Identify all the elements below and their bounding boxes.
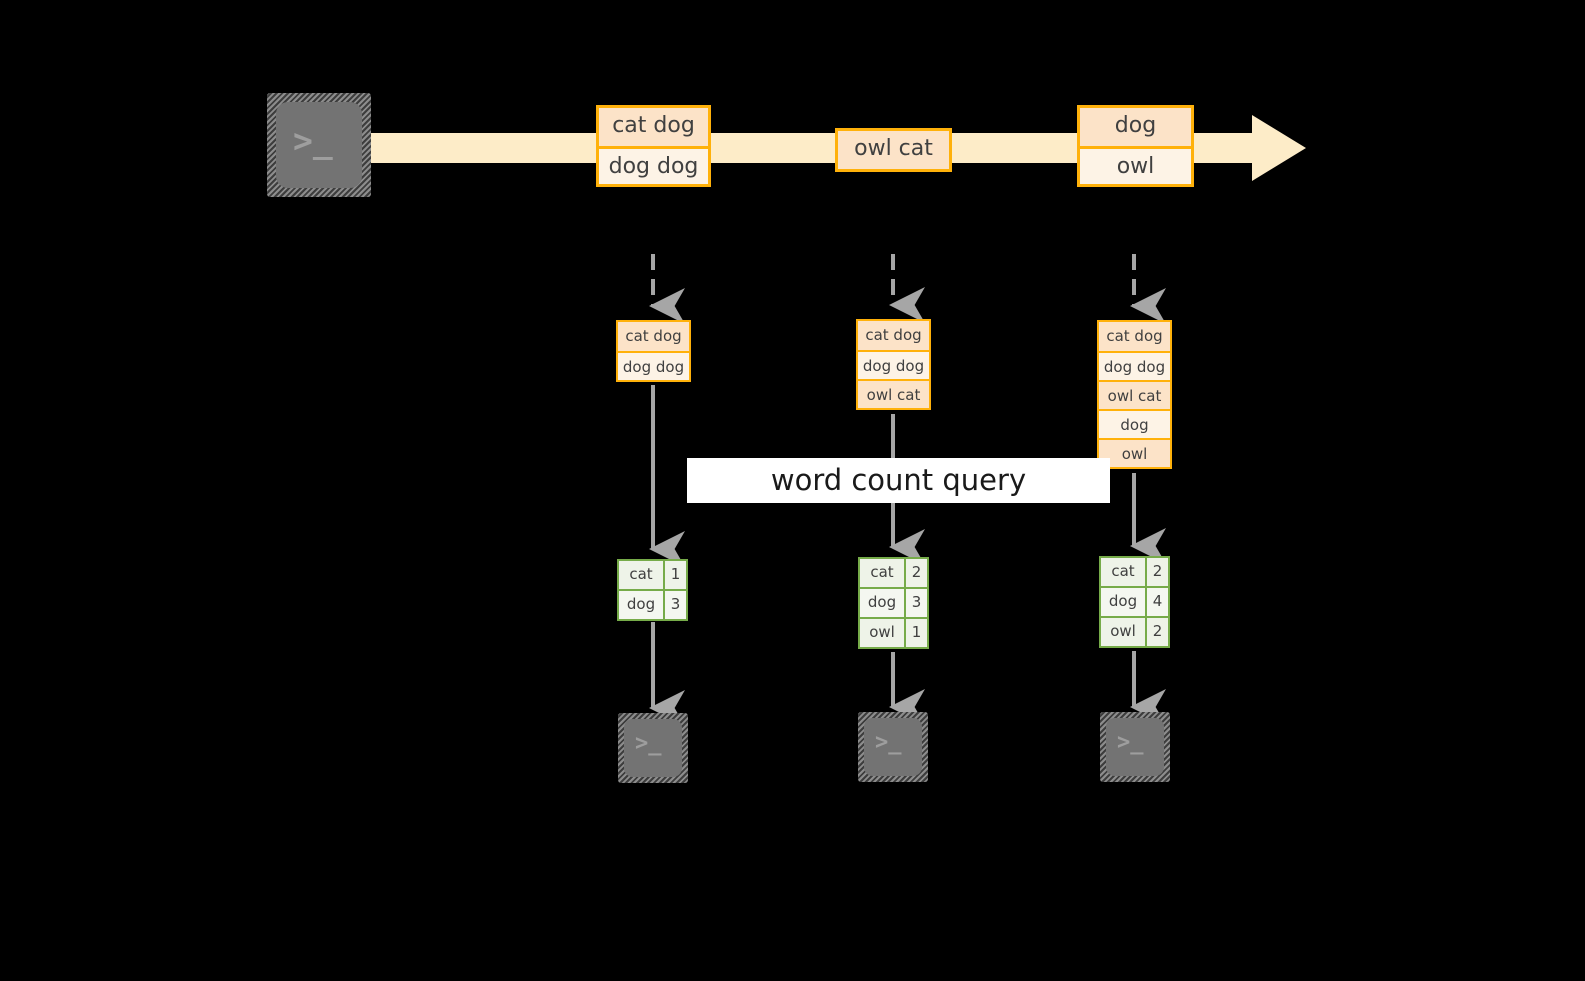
word-cell: dog <box>619 591 663 619</box>
table-row: cat 1 <box>619 561 686 589</box>
table-row: dog 4 <box>1101 586 1168 616</box>
terminal-prompt-glyph: >_ <box>635 731 662 756</box>
table-row: owl 1 <box>860 617 927 647</box>
query-label: word count query <box>687 458 1110 503</box>
terminal-screen: >_ <box>1106 718 1164 776</box>
count-cell: 1 <box>904 619 927 647</box>
table-row: cat 2 <box>860 559 927 587</box>
sink-terminal-icon-2: >_ <box>858 712 928 782</box>
word-cell: dog <box>1101 588 1145 616</box>
table-row: owl 2 <box>1101 616 1168 646</box>
word-cell: owl <box>1101 618 1145 646</box>
count-cell: 1 <box>663 561 686 589</box>
word-cell: cat <box>860 559 904 587</box>
word-cell: owl <box>860 619 904 647</box>
terminal-prompt-glyph: >_ <box>293 121 333 160</box>
count-cell: 4 <box>1145 588 1168 616</box>
word-cell: cat <box>619 561 663 589</box>
sink-terminal-icon-1: >_ <box>618 713 688 783</box>
word-cell: cat <box>1101 558 1145 586</box>
table-row: cat 2 <box>1101 558 1168 586</box>
table-row: dog 3 <box>619 589 686 619</box>
terminal-prompt-glyph: >_ <box>875 730 902 755</box>
table-row: dog 3 <box>860 587 927 617</box>
source-terminal-icon: >_ <box>267 93 371 197</box>
record-line: cat dog <box>599 108 708 146</box>
stream-record-3: dog owl <box>1077 105 1194 187</box>
word-count-table-1: cat 1 dog 3 <box>617 559 688 621</box>
count-cell: 2 <box>1145 558 1168 586</box>
stream-record-2: owl cat <box>835 128 952 172</box>
terminal-screen: >_ <box>624 719 682 777</box>
record-line: dog dog <box>599 146 708 184</box>
word-cell: dog <box>860 589 904 617</box>
record-line: owl <box>1099 438 1170 467</box>
stream-record-1: cat dog dog dog <box>596 105 711 187</box>
record-line: cat dog <box>858 321 929 350</box>
record-line: owl <box>1080 146 1191 184</box>
count-cell: 2 <box>904 559 927 587</box>
record-line: dog dog <box>858 350 929 379</box>
terminal-screen: >_ <box>864 718 922 776</box>
record-line: owl cat <box>1099 380 1170 409</box>
record-line: cat dog <box>618 322 689 351</box>
record-line: dog dog <box>1099 351 1170 380</box>
record-line: dog <box>1080 108 1191 146</box>
snapshot-records-3: cat dog dog dog owl cat dog owl <box>1097 320 1172 469</box>
snapshot-records-2: cat dog dog dog owl cat <box>856 319 931 410</box>
record-line: dog <box>1099 409 1170 438</box>
sink-terminal-icon-3: >_ <box>1100 712 1170 782</box>
word-count-table-2: cat 2 dog 3 owl 1 <box>858 557 929 649</box>
record-line: dog dog <box>618 351 689 380</box>
terminal-prompt-glyph: >_ <box>1117 730 1144 755</box>
record-line: owl cat <box>838 131 949 169</box>
snapshot-records-1: cat dog dog dog <box>616 320 691 382</box>
terminal-screen: >_ <box>276 102 362 188</box>
record-line: owl cat <box>858 379 929 408</box>
count-cell: 3 <box>663 591 686 619</box>
count-cell: 3 <box>904 589 927 617</box>
word-count-table-3: cat 2 dog 4 owl 2 <box>1099 556 1170 648</box>
record-line: cat dog <box>1099 322 1170 351</box>
count-cell: 2 <box>1145 618 1168 646</box>
